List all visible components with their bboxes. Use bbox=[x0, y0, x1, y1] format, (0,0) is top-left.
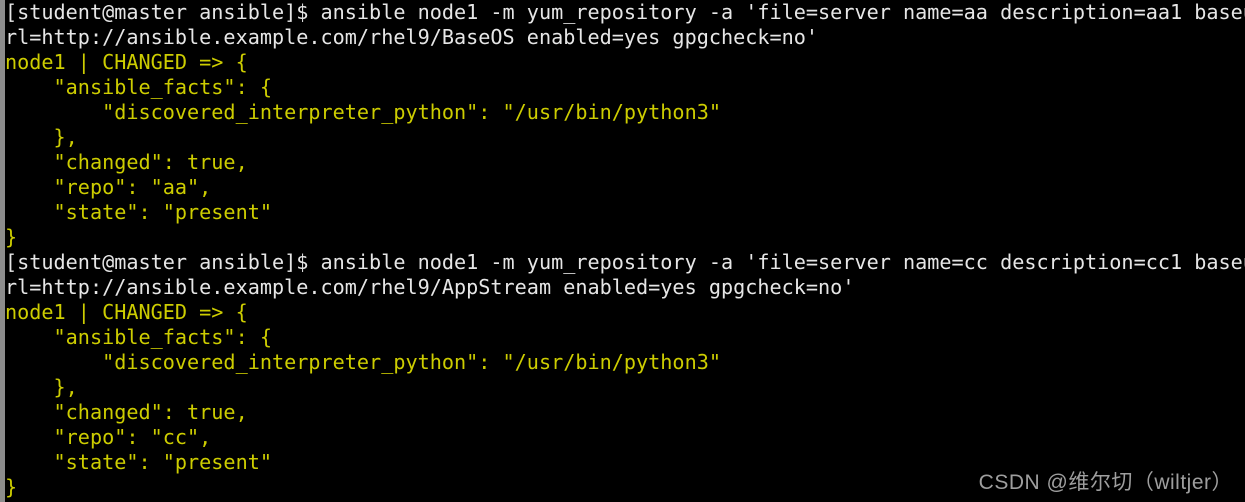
terminal-output-line: "state": "present" bbox=[5, 200, 272, 224]
terminal-output-line: "changed": true, bbox=[5, 400, 248, 424]
terminal-output-line: "ansible_facts": { bbox=[5, 325, 272, 349]
terminal-output-line: "discovered_interpreter_python": "/usr/b… bbox=[5, 350, 721, 374]
terminal-output-line: "repo": "cc", bbox=[5, 425, 212, 449]
terminal-output-line: node1 | CHANGED => { bbox=[5, 50, 248, 74]
terminal-screen[interactable]: [student@master ansible]$ ansible node1 … bbox=[5, 0, 1245, 502]
csdn-watermark: CSDN @维尔切（wiltjer） bbox=[978, 471, 1233, 494]
terminal-output-line: node1 | CHANGED => { bbox=[5, 300, 248, 324]
terminal-command-line: [student@master ansible]$ ansible node1 … bbox=[5, 0, 1245, 24]
terminal-output-line: "state": "present" bbox=[5, 450, 272, 474]
terminal-command-line: rl=http://ansible.example.com/rhel9/Base… bbox=[5, 25, 819, 49]
terminal-command-line: [student@master ansible]$ ansible node1 … bbox=[5, 250, 1245, 274]
terminal-output-line: "changed": true, bbox=[5, 150, 248, 174]
terminal-output-line: "repo": "aa", bbox=[5, 175, 212, 199]
scrollbar-thumb[interactable] bbox=[0, 0, 5, 502]
terminal-output-line: }, bbox=[5, 375, 78, 399]
terminal-output-line: "discovered_interpreter_python": "/usr/b… bbox=[5, 100, 721, 124]
terminal-output-line: }, bbox=[5, 125, 78, 149]
terminal-output-line: } bbox=[5, 225, 18, 249]
terminal-output-line: "ansible_facts": { bbox=[5, 75, 272, 99]
terminal-output-line: } bbox=[5, 475, 18, 499]
vertical-scrollbar[interactable] bbox=[0, 0, 5, 502]
terminal-command-line: rl=http://ansible.example.com/rhel9/AppS… bbox=[5, 275, 855, 299]
